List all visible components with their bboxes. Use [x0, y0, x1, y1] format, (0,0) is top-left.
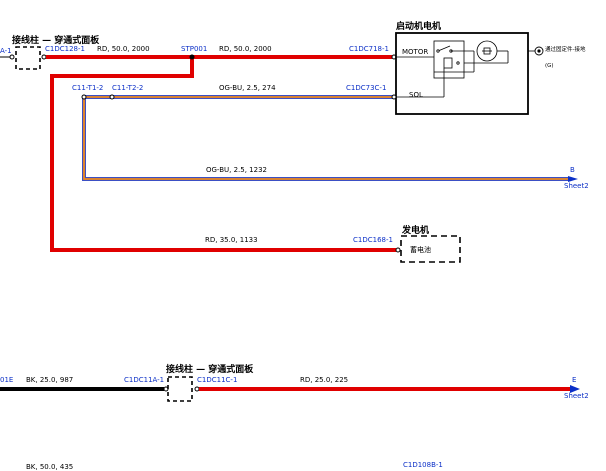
- wire5-spec: RD, 35.0, 1133: [205, 236, 258, 244]
- motor-label: MOTOR: [402, 48, 428, 56]
- starter-motor-box: [395, 32, 529, 115]
- offpage-e-label: E: [572, 376, 576, 384]
- wire4-spec: OG-BU, 2.5, 1232: [206, 166, 267, 174]
- offpage-arrow-e-icon: [570, 385, 580, 393]
- terminal-left-top: [9, 54, 15, 60]
- sol-label: SOL: [409, 91, 423, 99]
- wire6-spec: BK, 25.0, 987: [26, 376, 73, 384]
- terminal-c11-t1: [81, 94, 87, 100]
- left-cut-label-bottom: 01E: [0, 376, 13, 384]
- conn-c1dc11c-label: C1DC11C-1: [197, 376, 237, 384]
- offpage-e-sheet: Sheet2: [564, 392, 589, 400]
- ground-icon: [534, 46, 544, 56]
- generator-box: [400, 235, 461, 263]
- wire-og-bu-long-outer: [82, 97, 568, 181]
- terminal-c11-t2: [109, 94, 115, 100]
- splice-dot: [189, 54, 195, 60]
- conn-c1dc11a-label: C1DC11A-1: [124, 376, 164, 384]
- offpage-b-sheet: Sheet2: [564, 182, 589, 190]
- conn-c1dc168-label: C1DC168-1: [353, 236, 393, 244]
- starter-internal-schematic: [396, 40, 535, 98]
- conn-c1dc73c-label: C1DC73C-1: [346, 84, 386, 92]
- ground-note: 通过固定件-接地: [545, 45, 586, 53]
- battery-label: 蓄电池: [410, 245, 431, 254]
- wire1-spec: RD, 50.0, 2000: [97, 45, 150, 53]
- wire-og-bu-long-inner: [83, 97, 568, 180]
- terminal-c1dc11c: [194, 386, 200, 392]
- conn-c11-t2-label: C11-T2-2: [112, 84, 143, 92]
- offpage-b-label: B: [570, 166, 575, 174]
- stud-panel-box-bottom: [167, 376, 193, 402]
- stud-panel-title-bottom: 接线柱 — 穿通式面板: [166, 363, 254, 375]
- wire2-spec: RD, 50.0, 2000: [219, 45, 272, 53]
- stud-panel-box-top: [15, 46, 41, 70]
- conn-c1dc718-label: C1DC718-1: [349, 45, 389, 53]
- conn-c11-t1-label: C11-T1-2: [72, 84, 103, 92]
- conn-c1d108b-label: C1D108B-1: [403, 461, 443, 469]
- wire3-spec: OG-BU, 2.5, 274: [219, 84, 276, 92]
- wire-red-generator: [50, 57, 396, 252]
- splice-label: STP001: [181, 45, 207, 53]
- starter-title: 启动机电机: [396, 20, 441, 32]
- generator-title: 发电机: [401, 224, 429, 236]
- ground-code: (G): [545, 63, 554, 69]
- terminal-c1dc168: [395, 247, 401, 253]
- terminal-c1dc128: [41, 54, 47, 60]
- wire8-spec: BK, 50.0, 435: [26, 463, 73, 471]
- stud-panel-title-top: 接线柱 — 穿通式面板: [12, 34, 100, 46]
- offpage-arrow-b-icon: [568, 176, 578, 182]
- wire7-spec: RD, 25.0, 225: [300, 376, 348, 384]
- conn-c1dc128-label: C1DC128-1: [45, 45, 85, 53]
- left-cut-label-top: A-1: [0, 47, 12, 55]
- terminal-c1dc73c: [391, 94, 397, 100]
